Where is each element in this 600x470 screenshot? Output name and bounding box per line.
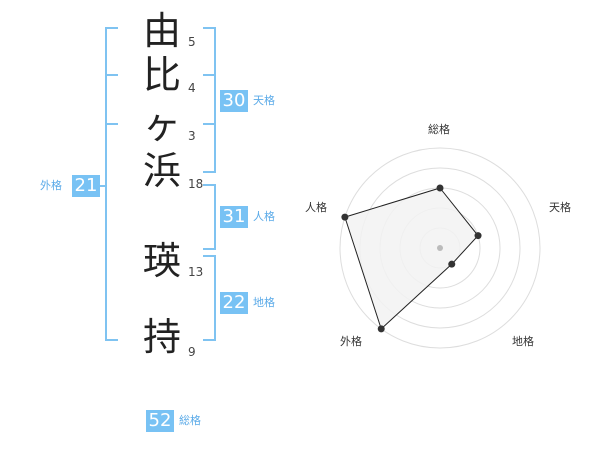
jinkaku-label: 人格 [253,210,275,223]
soukaku-value: 52 [146,410,174,432]
stroke-count-4: 18 [188,177,204,191]
radar-label-soukaku: 総格 [428,123,450,136]
chikaku-value: 22 [220,292,248,314]
radar-label-jinkaku: 人格 [305,201,327,214]
chikaku-bracket [203,255,216,341]
tenkaku-label: 天格 [253,94,275,107]
jinkaku-value: 31 [220,206,248,228]
stroke-count-5: 13 [188,265,204,279]
radar-point-2 [448,260,456,268]
name-char-2: 比 [142,53,181,97]
stroke-count-1: 5 [188,35,196,49]
jinkaku-bracket [203,184,216,250]
radar-label-chikaku: 地格 [512,335,534,348]
radar-polygon [344,187,479,330]
soukaku-label: 総格 [179,414,201,427]
name-char-3: ヶ [142,103,181,147]
outer-bracket [105,27,118,341]
radar-point-3 [377,325,385,333]
radar-label-gaikaku: 外格 [340,335,362,348]
radar-point-1 [474,232,482,240]
stroke-count-2: 4 [188,81,196,95]
radar-point-0 [436,184,444,192]
radar-center [437,245,443,251]
name-char-6: 持 [142,315,181,359]
name-char-4: 浜 [142,149,181,193]
name-char-1: 由 [142,9,181,53]
name-char-5: 瑛 [142,239,181,283]
gaikaku-label: 外格 [40,179,62,192]
gaikaku-value: 21 [72,175,100,197]
stroke-count-3: 3 [188,129,196,143]
tenkaku-bracket [203,27,216,173]
stroke-count-6: 9 [188,345,196,359]
radar-point-4 [341,213,349,221]
chikaku-label: 地格 [253,296,275,309]
radar-chart [339,147,541,349]
radar-label-tenkaku: 天格 [549,201,571,214]
tenkaku-value: 30 [220,90,248,112]
